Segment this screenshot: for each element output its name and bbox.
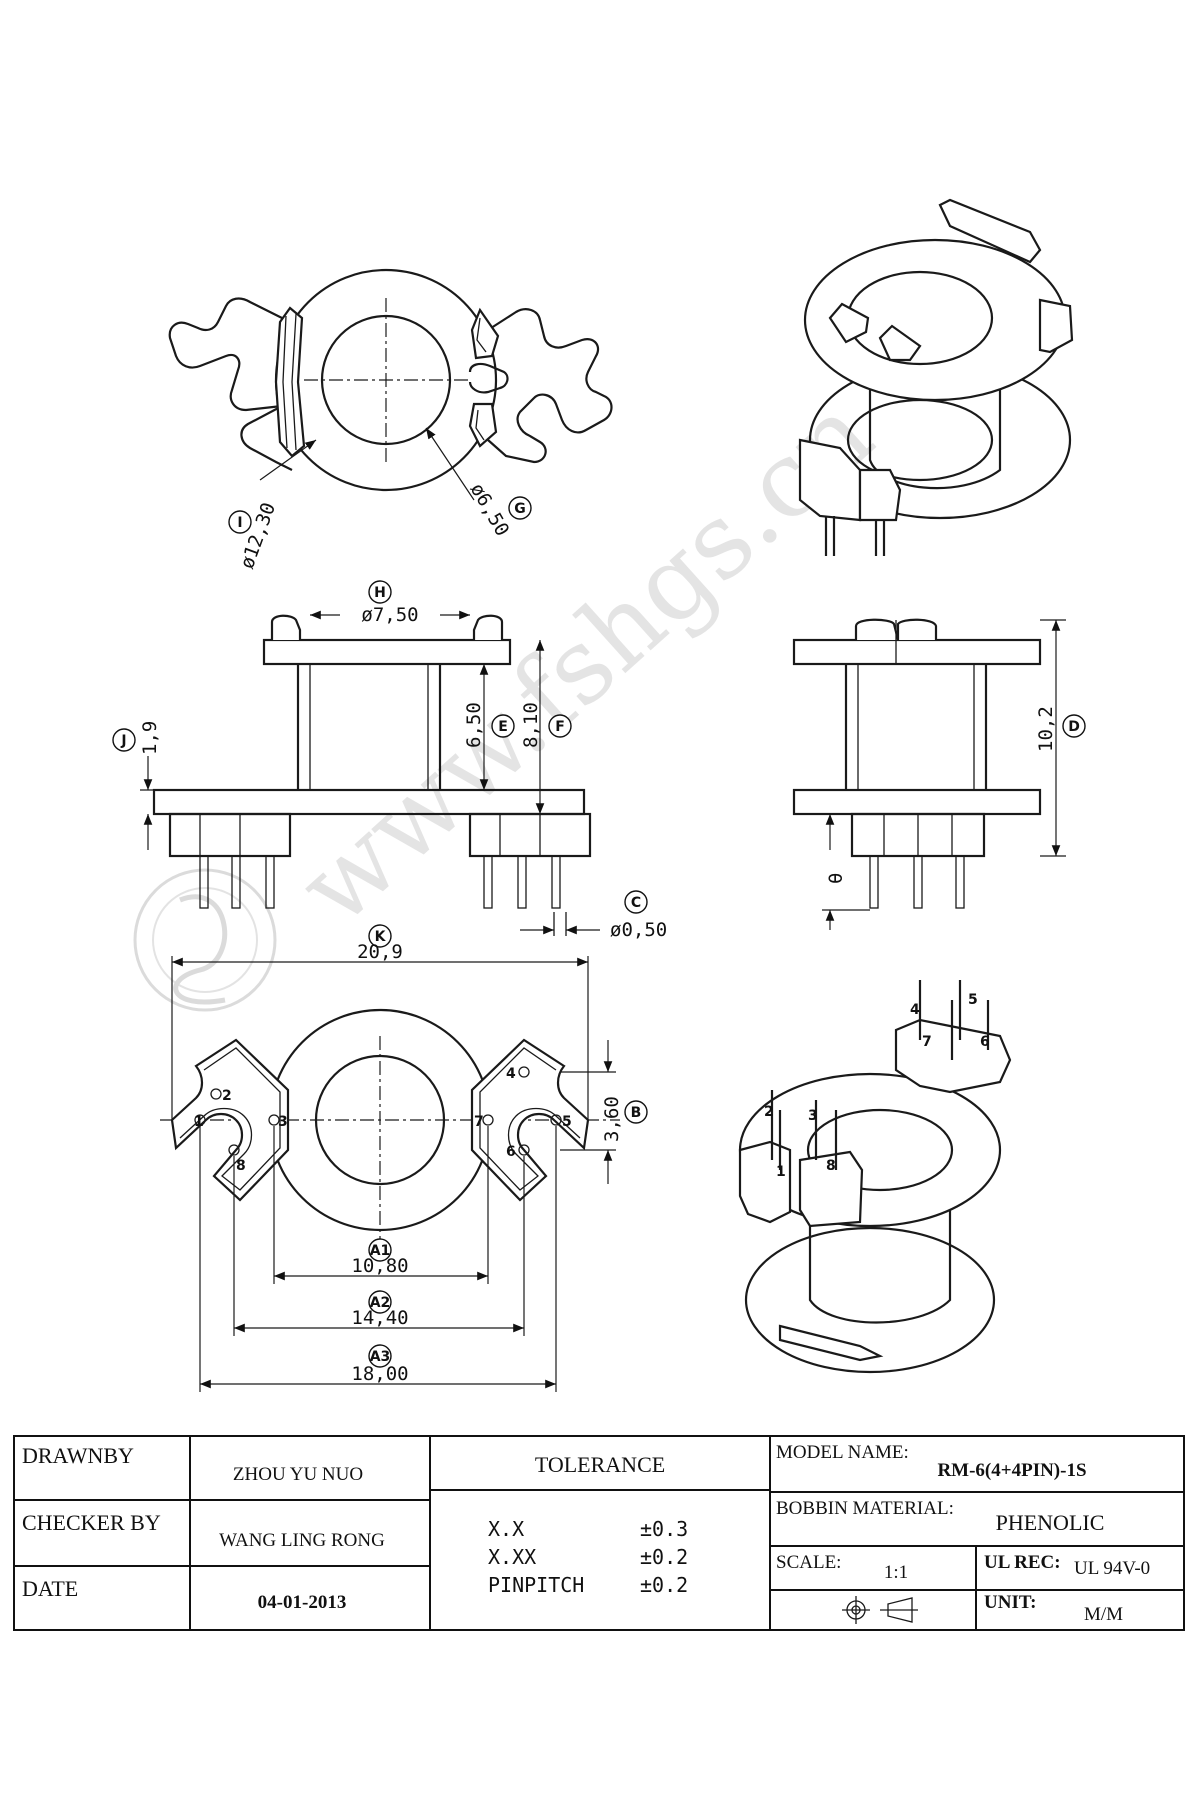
iso-pin-label-8: 8 — [826, 1158, 836, 1174]
dim-letter-h: H — [374, 585, 386, 601]
drawnby-label: DRAWNBY — [22, 1443, 134, 1468]
dim-h-value: ø7,50 — [361, 604, 418, 626]
checker-value: WANG LING RONG — [219, 1530, 385, 1551]
top-view: I ø12,30 G ø6,50 — [168, 268, 613, 572]
dim-letter-k: K — [375, 929, 387, 945]
tol-val-1: ±0.3 — [640, 1517, 688, 1541]
dim-a1-value: 10,80 — [351, 1255, 408, 1277]
dim-d-value: 10,2 — [1035, 706, 1057, 752]
drawnby-value: ZHOU YU NUO — [233, 1464, 363, 1485]
dim-letter-j: J — [120, 733, 126, 749]
ulrec-label: UL REC: — [984, 1552, 1061, 1573]
tol-val-3: ±0.2 — [640, 1573, 688, 1597]
unit-value: M/M — [1084, 1604, 1123, 1625]
dim-a2-value: 14,40 — [351, 1307, 408, 1329]
side-view: 10,2 D θ — [792, 618, 1086, 930]
scale-label: SCALE: — [776, 1552, 841, 1573]
date-value: 04-01-2013 — [258, 1592, 347, 1613]
front-view: H ø7,50 6,50 E 8,10 F 1,9 J C ø0,50 — [112, 580, 667, 941]
dim-e-value: 6,50 — [463, 702, 485, 748]
iso-view-bottom: 4 5 7 6 2 3 1 8 — [738, 980, 1012, 1374]
title-block: DRAWNBY ZHOU YU NUO CHECKER BY WANG LING… — [13, 1435, 1185, 1631]
dim-letter-b: B — [631, 1105, 642, 1121]
iso-pin-label-4: 4 — [910, 1002, 920, 1018]
dim-letter-a2: A2 — [370, 1295, 391, 1311]
dim-side-symbol: θ — [825, 873, 847, 884]
dim-letter-d: D — [1068, 719, 1080, 735]
dim-b-value: 3,60 — [601, 1096, 623, 1142]
pin-label-5: 5 — [562, 1114, 572, 1130]
pin-label-7: 7 — [474, 1114, 484, 1130]
checker-label: CHECKER BY — [22, 1510, 161, 1535]
iso-pin-label-3: 3 — [808, 1108, 818, 1124]
dim-letter-g: G — [514, 501, 526, 517]
iso-pin-label-5: 5 — [968, 992, 978, 1008]
dim-a3-value: 18,00 — [351, 1363, 408, 1385]
pin-label-2: 2 — [222, 1088, 232, 1104]
pin-label-6: 6 — [506, 1144, 516, 1160]
material-label: BOBBIN MATERIAL: — [776, 1498, 954, 1519]
dim-letter-i: I — [237, 515, 242, 531]
model-label: MODEL NAME: — [776, 1442, 909, 1463]
model-value: RM-6(4+4PIN)-1S — [937, 1460, 1086, 1481]
iso-pin-label-1: 1 — [776, 1164, 786, 1180]
iso-pin-label-2: 2 — [764, 1104, 774, 1120]
scale-value: 1:1 — [884, 1562, 908, 1583]
iso-pin-label-7: 7 — [922, 1034, 932, 1050]
date-label: DATE — [22, 1576, 78, 1601]
projection-symbol-icon — [842, 1596, 918, 1624]
dim-letter-a1: A1 — [370, 1243, 391, 1259]
dim-i-value: ø12,30 — [236, 500, 280, 572]
pin-label-3: 3 — [278, 1114, 288, 1130]
pin-label-8: 8 — [236, 1158, 246, 1174]
material-value: PHENOLIC — [996, 1510, 1105, 1535]
dim-j-value: 1,9 — [139, 721, 161, 755]
dim-f-value: 8,10 — [520, 702, 542, 748]
tol-key-2: X.XX — [488, 1545, 536, 1569]
unit-label: UNIT: — [984, 1592, 1036, 1613]
tol-key-3: PINPITCH — [488, 1573, 584, 1597]
pin-label-1: 1 — [194, 1114, 204, 1130]
dim-letter-c: C — [631, 895, 641, 911]
dim-letter-e: E — [498, 719, 508, 735]
dim-letter-a3: A3 — [370, 1349, 391, 1365]
tolerance-label: TOLERANCE — [535, 1452, 665, 1477]
dim-g-value: ø6,50 — [466, 480, 514, 541]
dim-c-value: ø0,50 — [610, 919, 667, 941]
watermark-logo — [133, 868, 277, 1012]
iso-view-top — [798, 198, 1074, 556]
tol-key-1: X.X — [488, 1517, 524, 1541]
iso-pin-label-6: 6 — [980, 1034, 990, 1050]
pin-label-4: 4 — [506, 1066, 516, 1082]
bottom-view: 1 2 3 4 5 6 7 8 K 20,9 3,60 B A1 10,80 — [160, 924, 648, 1392]
dim-k-value: 20,9 — [357, 941, 403, 963]
tol-val-2: ±0.2 — [640, 1545, 688, 1569]
ulrec-value: UL 94V-0 — [1074, 1558, 1150, 1579]
dim-letter-f: F — [555, 719, 565, 735]
